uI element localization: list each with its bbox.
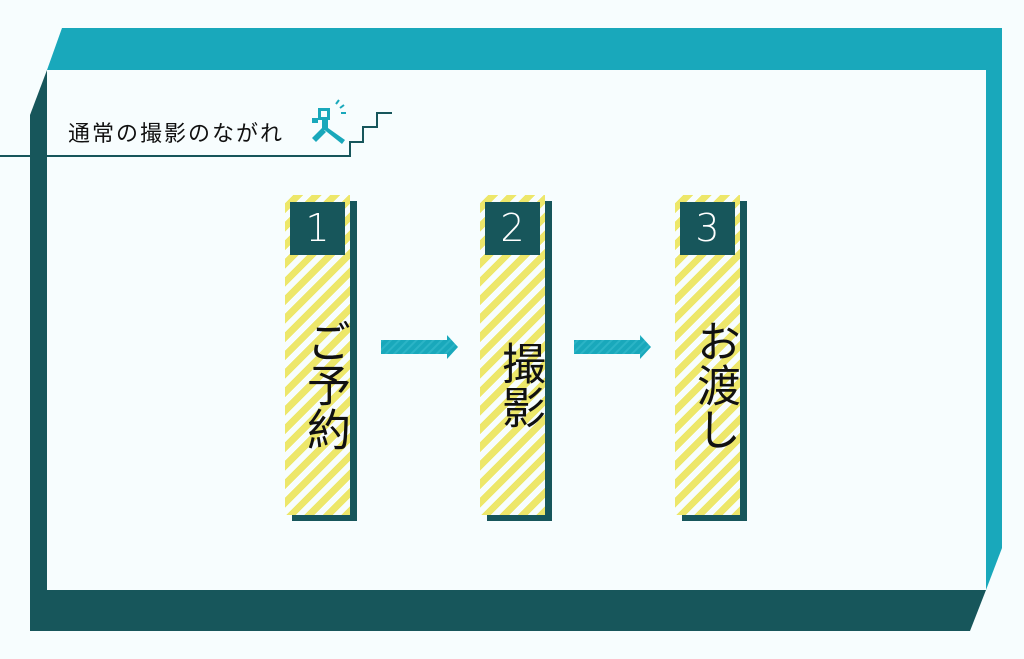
step-number: 3 xyxy=(680,202,735,255)
stairs-line xyxy=(0,112,392,157)
step-number: 2 xyxy=(485,202,540,255)
bottom-band xyxy=(30,590,986,631)
step-label: ご予約 xyxy=(299,319,350,451)
top-band xyxy=(47,28,1002,70)
step-label: お渡し xyxy=(689,319,740,451)
step-number: 1 xyxy=(290,202,345,255)
page-title: 通常の撮影のながれ xyxy=(68,122,285,147)
right-band xyxy=(986,70,1002,590)
step-card-1: 1 ご予約 xyxy=(285,195,350,515)
step-label: 撮影 xyxy=(494,341,545,429)
left-band xyxy=(30,70,47,631)
step-card-2: 2 撮影 xyxy=(480,195,545,515)
running-person-icon xyxy=(312,99,346,144)
arrow-1-to-2 xyxy=(381,335,458,359)
step-card-3: 3 お渡し xyxy=(675,195,740,515)
arrow-2-to-3 xyxy=(574,335,651,359)
